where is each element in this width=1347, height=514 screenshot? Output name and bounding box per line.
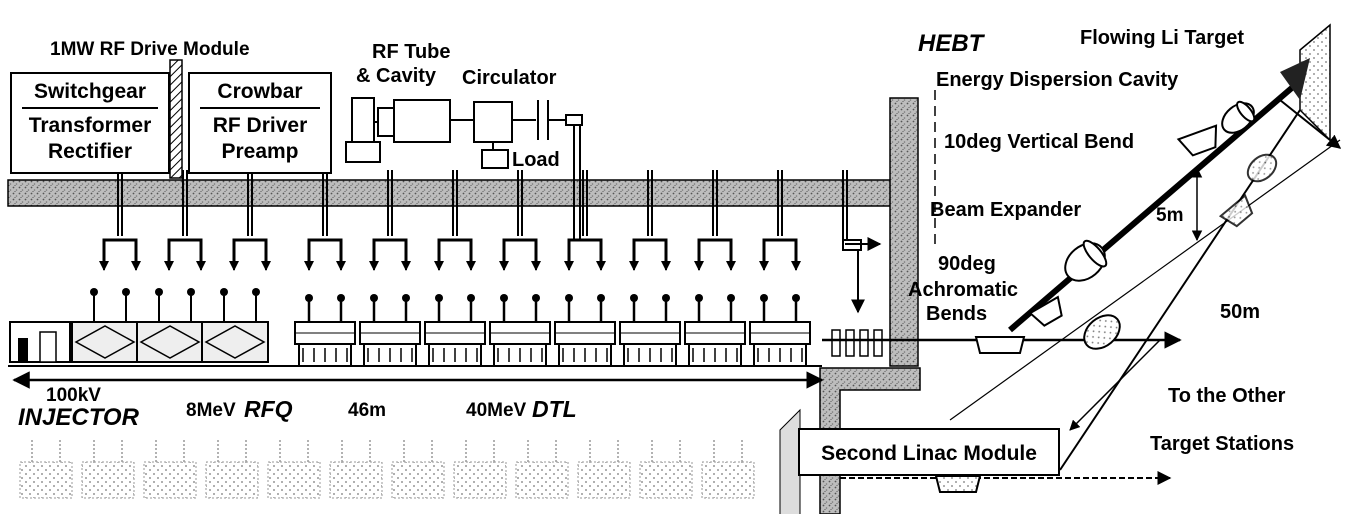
length-46m-label: 46m	[348, 401, 386, 420]
cavity-label: & Cavity	[356, 66, 436, 86]
rectifier-label: Rectifier	[12, 140, 168, 164]
crowbar-box: Crowbar RF Driver Preamp	[188, 72, 332, 174]
ghost-tank-5	[268, 440, 320, 498]
dtl-tank-1	[295, 294, 355, 366]
achromatic-bend-2	[976, 337, 1024, 353]
dtl-tank-5	[555, 294, 615, 366]
energy-dispersion-cavity-label: Energy Dispersion Cavity	[936, 70, 1178, 90]
rfq-segment-2	[137, 288, 203, 362]
switchgear-box: Switchgear Transformer Rectifier	[10, 72, 170, 174]
achromatic-bends-label-1: 90deg	[938, 254, 996, 274]
rfq-label: RFQ	[244, 398, 293, 421]
dtl-tank-2	[360, 294, 420, 366]
rf-module-partition	[170, 60, 182, 178]
linac-structure	[8, 288, 882, 366]
dtl-tank-7	[685, 294, 745, 366]
ghost-tank-9	[516, 440, 568, 498]
shielding-slab	[8, 180, 892, 206]
vertical-bend-label: 10deg Vertical Bend	[944, 132, 1134, 152]
beam-expander-label: Beam Expander	[930, 200, 1081, 220]
five-m-label: 5m	[1156, 206, 1183, 225]
hebt-start-elements	[832, 330, 882, 356]
preamp-label: Preamp	[190, 140, 330, 164]
achromatic-bend-1	[1030, 297, 1067, 329]
other-stations-arrow	[1070, 340, 1160, 430]
switchgear-label: Switchgear	[12, 80, 168, 104]
dtl-tank-8	[750, 294, 810, 366]
rfq-segment-3	[202, 288, 268, 362]
other-stations-label-1: To the Other	[1168, 386, 1285, 406]
dtl-label: DTL	[532, 398, 577, 421]
ghost-tank-8	[454, 440, 506, 498]
rf-drive-module-label: 1MW RF Drive Module	[50, 40, 250, 59]
kv-100-label: 100kV	[46, 386, 101, 405]
second-linac-module-label: Second Linac Module	[800, 442, 1058, 466]
ghost-tank-12	[702, 440, 754, 498]
achromatic-bends-label-2: Achromatic	[908, 280, 1018, 300]
other-stations-label-2: Target Stations	[1150, 434, 1294, 454]
shielding-wall	[890, 98, 918, 366]
ghost-tank-6	[330, 440, 382, 498]
dtl-tank-4	[490, 294, 550, 366]
dtl-tank-6	[620, 294, 680, 366]
second-linac-module-box: Second Linac Module	[798, 428, 1060, 476]
ghost-tank-1	[20, 440, 72, 498]
crowbar-label: Crowbar	[190, 80, 330, 104]
ghost-tank-11	[640, 440, 692, 498]
rfq-energy-label: 8MeV	[186, 401, 236, 420]
transformer-label: Transformer	[12, 114, 168, 138]
ghost-tank-7	[392, 440, 444, 498]
injector-unit	[10, 322, 70, 362]
hebt-label: HEBT	[918, 32, 983, 56]
injector-label: INJECTOR	[18, 406, 139, 430]
dtl-energy-label: 40MeV	[466, 401, 526, 420]
ghost-tank-4	[206, 440, 258, 498]
dtl-tank-3	[425, 294, 485, 366]
ghost-tank-2	[82, 440, 134, 498]
rfq-segment-1	[72, 288, 138, 362]
rf-tube-label: RF Tube	[372, 42, 451, 62]
load-label: Load	[512, 150, 560, 170]
second-linac-ghost	[20, 440, 754, 498]
li-target	[1300, 25, 1330, 140]
ghost-tank-10	[578, 440, 630, 498]
achromatic-bends-label-3: Bends	[926, 304, 987, 324]
fifty-m-label: 50m	[1220, 302, 1260, 322]
flowing-li-target-label: Flowing Li Target	[1080, 28, 1244, 48]
energy-dispersion-cavity	[1216, 97, 1259, 139]
rf-driver-label: RF Driver	[190, 114, 330, 138]
ghost-tank-3	[144, 440, 196, 498]
circulator-label: Circulator	[462, 68, 556, 88]
